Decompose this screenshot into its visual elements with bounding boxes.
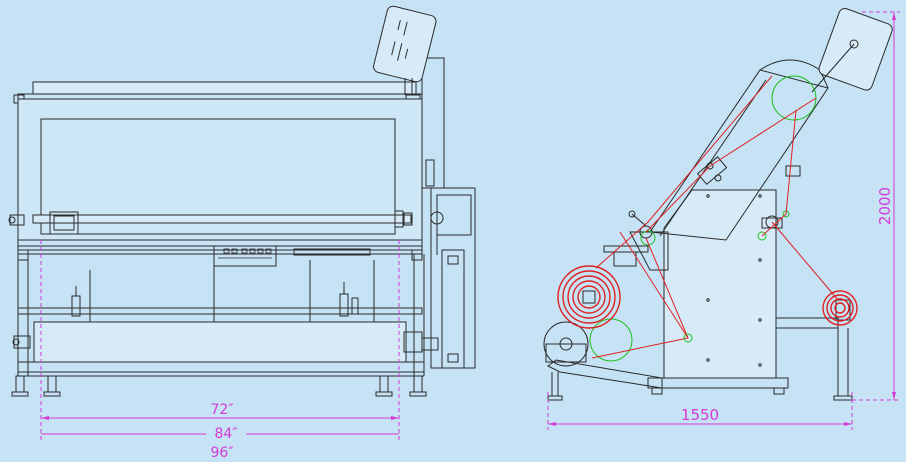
side-view — [543, 8, 893, 401]
width-label-96: 96″ — [210, 445, 233, 461]
fabric-path — [591, 75, 839, 359]
front-width-dimension — [40, 240, 400, 440]
width-label-84: 84″ — [214, 426, 237, 442]
fabric-roll-right — [822, 290, 858, 326]
fabric-roll-left — [557, 265, 621, 329]
side-height-dimension — [852, 11, 900, 401]
guide-roller — [683, 333, 693, 343]
side-width-label: 1550 — [681, 406, 719, 424]
front-view — [8, 5, 476, 397]
side-height-label: 2000 — [876, 187, 894, 225]
width-label-72: 72″ — [210, 402, 233, 418]
side-width-dimension — [547, 392, 853, 430]
